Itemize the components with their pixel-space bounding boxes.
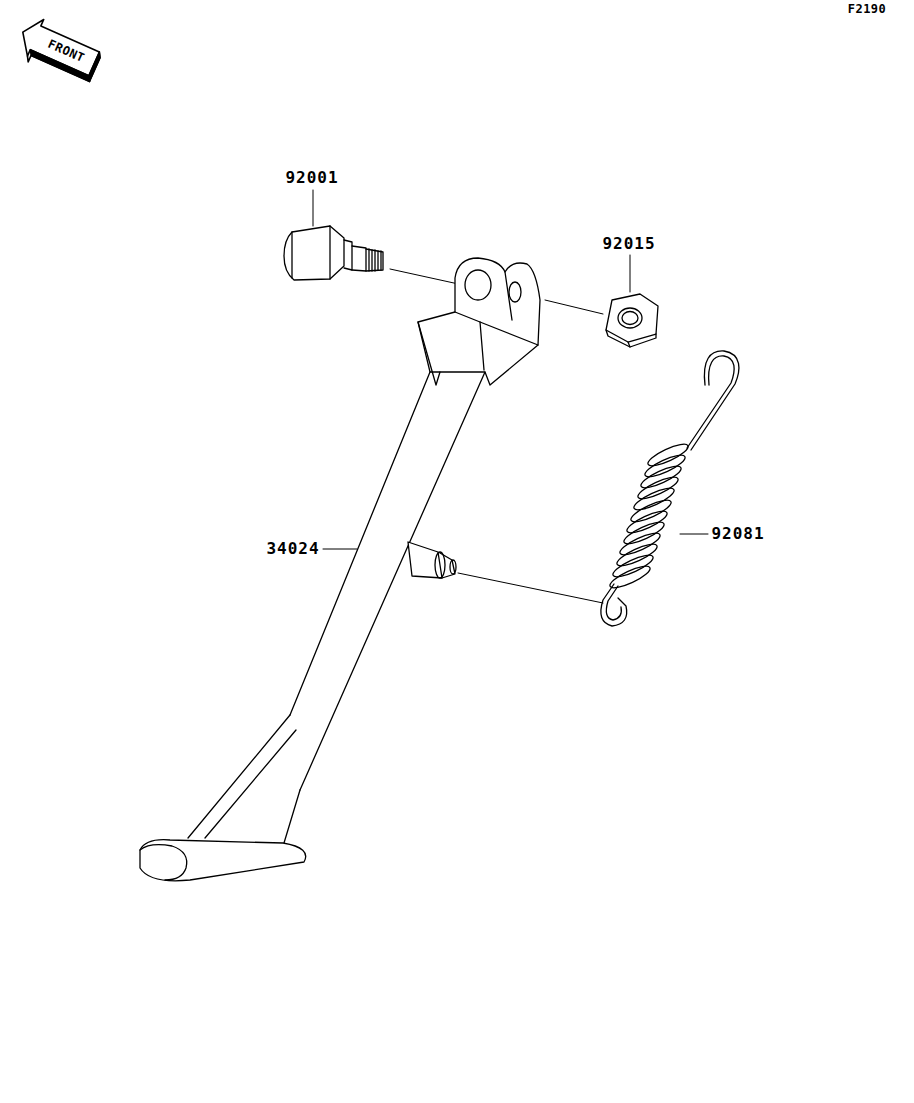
side-stand: [140, 258, 540, 881]
drawing-number: F2190: [848, 3, 887, 15]
leader-lines: [313, 190, 708, 603]
nut: [606, 294, 658, 347]
callout-number: 34024: [266, 541, 319, 557]
callout-number: 92001: [285, 170, 338, 186]
bolt: [284, 226, 383, 280]
spring: [601, 351, 739, 626]
callout-number: 92015: [602, 236, 655, 252]
direction-label: FRONT: [46, 38, 86, 65]
front-arrow-icon: [13, 14, 105, 88]
callout-number: 92081: [711, 526, 764, 542]
